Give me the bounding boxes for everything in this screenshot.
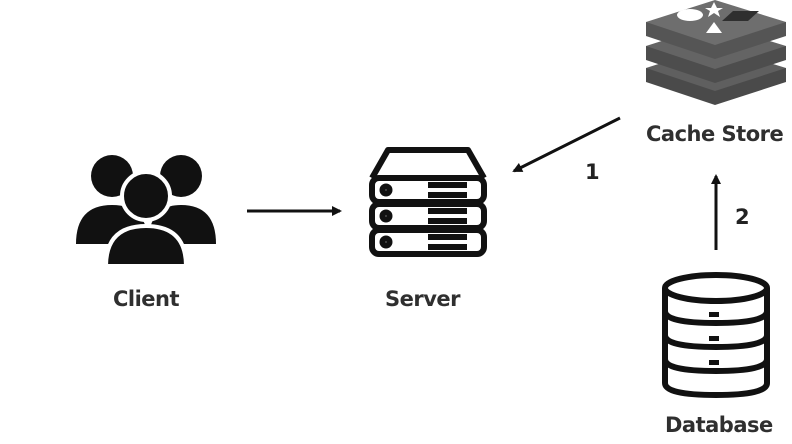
client-label: Client [113, 287, 180, 311]
edge-label-2: 2 [735, 205, 750, 229]
server-rack-icon [369, 147, 487, 257]
database-label: Database [665, 413, 773, 437]
edge-label-1: 1 [585, 160, 600, 184]
users-icon [76, 155, 216, 268]
cache-to-server-arrow [512, 116, 621, 173]
cache-store-label: Cache Store [646, 122, 784, 146]
redis-stack-icon [646, 0, 786, 105]
server-label: Server [385, 287, 461, 311]
database-cylinder-icon [662, 272, 770, 399]
